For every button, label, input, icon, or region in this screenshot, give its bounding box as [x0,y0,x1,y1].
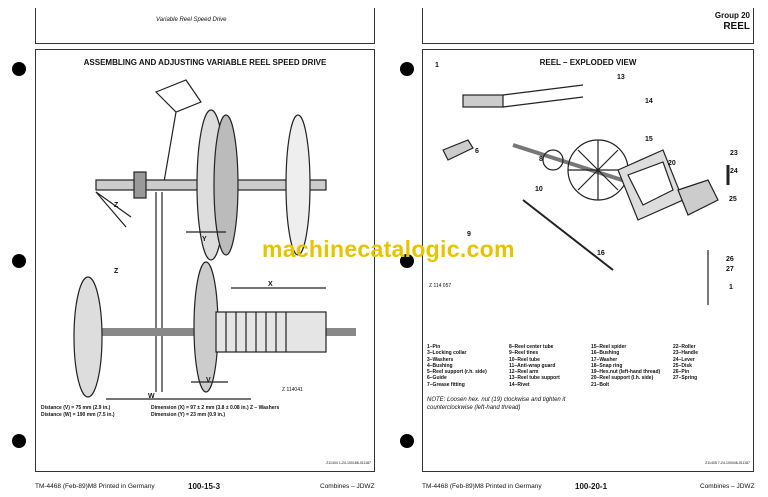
callout-20: 20 [668,160,676,167]
legend-item: 18–Snap ring [591,362,623,369]
right-page-title: REEL – EXPLODED VIEW [539,58,637,67]
right-footer-right: Combines – JDWZ [700,483,755,490]
label-x: X [268,281,273,288]
legend-item: 25–Disk [673,362,692,369]
legend-item: 22–Roller [673,344,696,350]
legend-item: 17–Washer [591,356,618,363]
binder-hole [12,254,26,268]
spec-w: Distance (W) = 190 mm (7.5 in.) [41,412,115,418]
callout-13: 13 [617,74,625,81]
spec-v: Distance (V) = 75 mm (2.9 in.) [41,405,111,411]
callout-15: 15 [645,136,653,143]
legend-item: 24–Lever [673,356,695,363]
callout-16: 16 [597,250,605,257]
label-z: Z [114,202,119,209]
legend-item: 12–Reel arm [509,369,539,376]
legend-item: 7–Grease fitting [427,381,465,388]
legend-item: 27–Spring [673,375,698,382]
legend-item: 13–Reel tube support [509,375,560,382]
spec-y: Dimension (Y) = 23 mm (0.9 in.) [151,412,226,418]
spec-x: Dimension (X) = 97 ± 2 mm (3.8 ± 0.08 in… [151,405,280,411]
binder-hole [12,62,26,76]
left-footer-right: Combines – JDWZ [320,483,375,490]
note-text: NOTE: Loosen hex. nut (19) clockwise and… [427,397,566,411]
legend-item: 23–Handle [673,350,699,357]
legend-item: 6–Guide [427,375,447,382]
legend-item: 26–Pin [673,369,690,376]
callout-26: 26 [726,256,734,263]
left-footer-text: TM-4468 (Feb-89)M8 Printed in Germany [35,483,155,490]
variable-speed-drive-drawing [73,79,356,400]
left-header-title: Variable Reel Speed Drive [156,17,227,23]
figure-id: Z 114 057 [429,283,452,289]
reel-exploded-view-drawing [442,84,730,305]
label-w: W [148,393,155,400]
ref-code: Z11404 1-24-100186-011187 [326,461,371,465]
label-y: Y [202,236,207,243]
left-page-title: ASSEMBLING AND ADJUSTING VARIABLE REEL S… [83,58,327,67]
legend-item: 3–Locking collar [427,350,467,357]
figure-id: Z 114041 [282,387,303,393]
legend-item: 4–Bushing [427,362,453,369]
legend-item: 10–Reel tube [509,356,540,363]
binder-hole [12,434,26,448]
label-z: Z [114,268,119,275]
callout-10: 10 [535,186,543,193]
callout-25: 25 [729,196,737,203]
left-content-box: ASSEMBLING AND ADJUSTING VARIABLE REEL S… [35,49,375,472]
legend-item: 3–Washers [427,356,454,363]
callout-1: 1 [435,62,439,69]
ref-code: Z11405 7-24-100046-011187 [705,461,750,465]
right-header-box: Group 20 REEL [422,8,754,44]
legend-item: 20–Reel support (l.h. side) [591,375,654,382]
callout-14: 14 [645,98,653,105]
callout-27: 27 [726,266,734,273]
callout-8: 8 [539,156,543,163]
watermark: machinecatalogic.com [262,236,515,262]
binder-hole [400,254,414,268]
callout-1b: 1 [729,284,733,291]
legend-item: 19–Hex.nut (left-hand thread) [591,369,661,376]
left-header-box: Variable Reel Speed Drive [35,8,375,44]
callout-9: 9 [467,231,471,238]
legend-item: 5–Reel support (r.h. side) [427,369,487,376]
legend-item: 1–Pin [427,344,441,350]
group-number: Group 20 [714,11,750,20]
legend-item: 14–Rivet [509,381,530,388]
right-footer-text: TM-4468 (Feb-89)M8 Printed in Germany [422,483,542,490]
legend-item: 11–Anti-wrap guard [509,362,556,369]
legend-item: 9–Reel tines [509,350,539,357]
legend-item: 8–Reel center tube [509,344,554,350]
binder-hole [400,434,414,448]
left-page-number: 100-15-3 [188,482,221,491]
right-page-number: 100-20-1 [575,482,608,491]
legend-item: 15–Reel spider [591,344,627,350]
legend-item: 16–Bushing [591,350,620,357]
section-title: REEL [723,21,750,32]
right-content-box: REEL – EXPLODED VIEW 1 13 14 6 8 15 20 2… [422,49,754,472]
label-v: V [206,377,211,384]
binder-hole [400,62,414,76]
legend-item: 21–Bolt [591,381,610,388]
callout-24: 24 [730,168,738,175]
callout-6: 6 [475,148,479,155]
callout-23: 23 [730,150,738,157]
